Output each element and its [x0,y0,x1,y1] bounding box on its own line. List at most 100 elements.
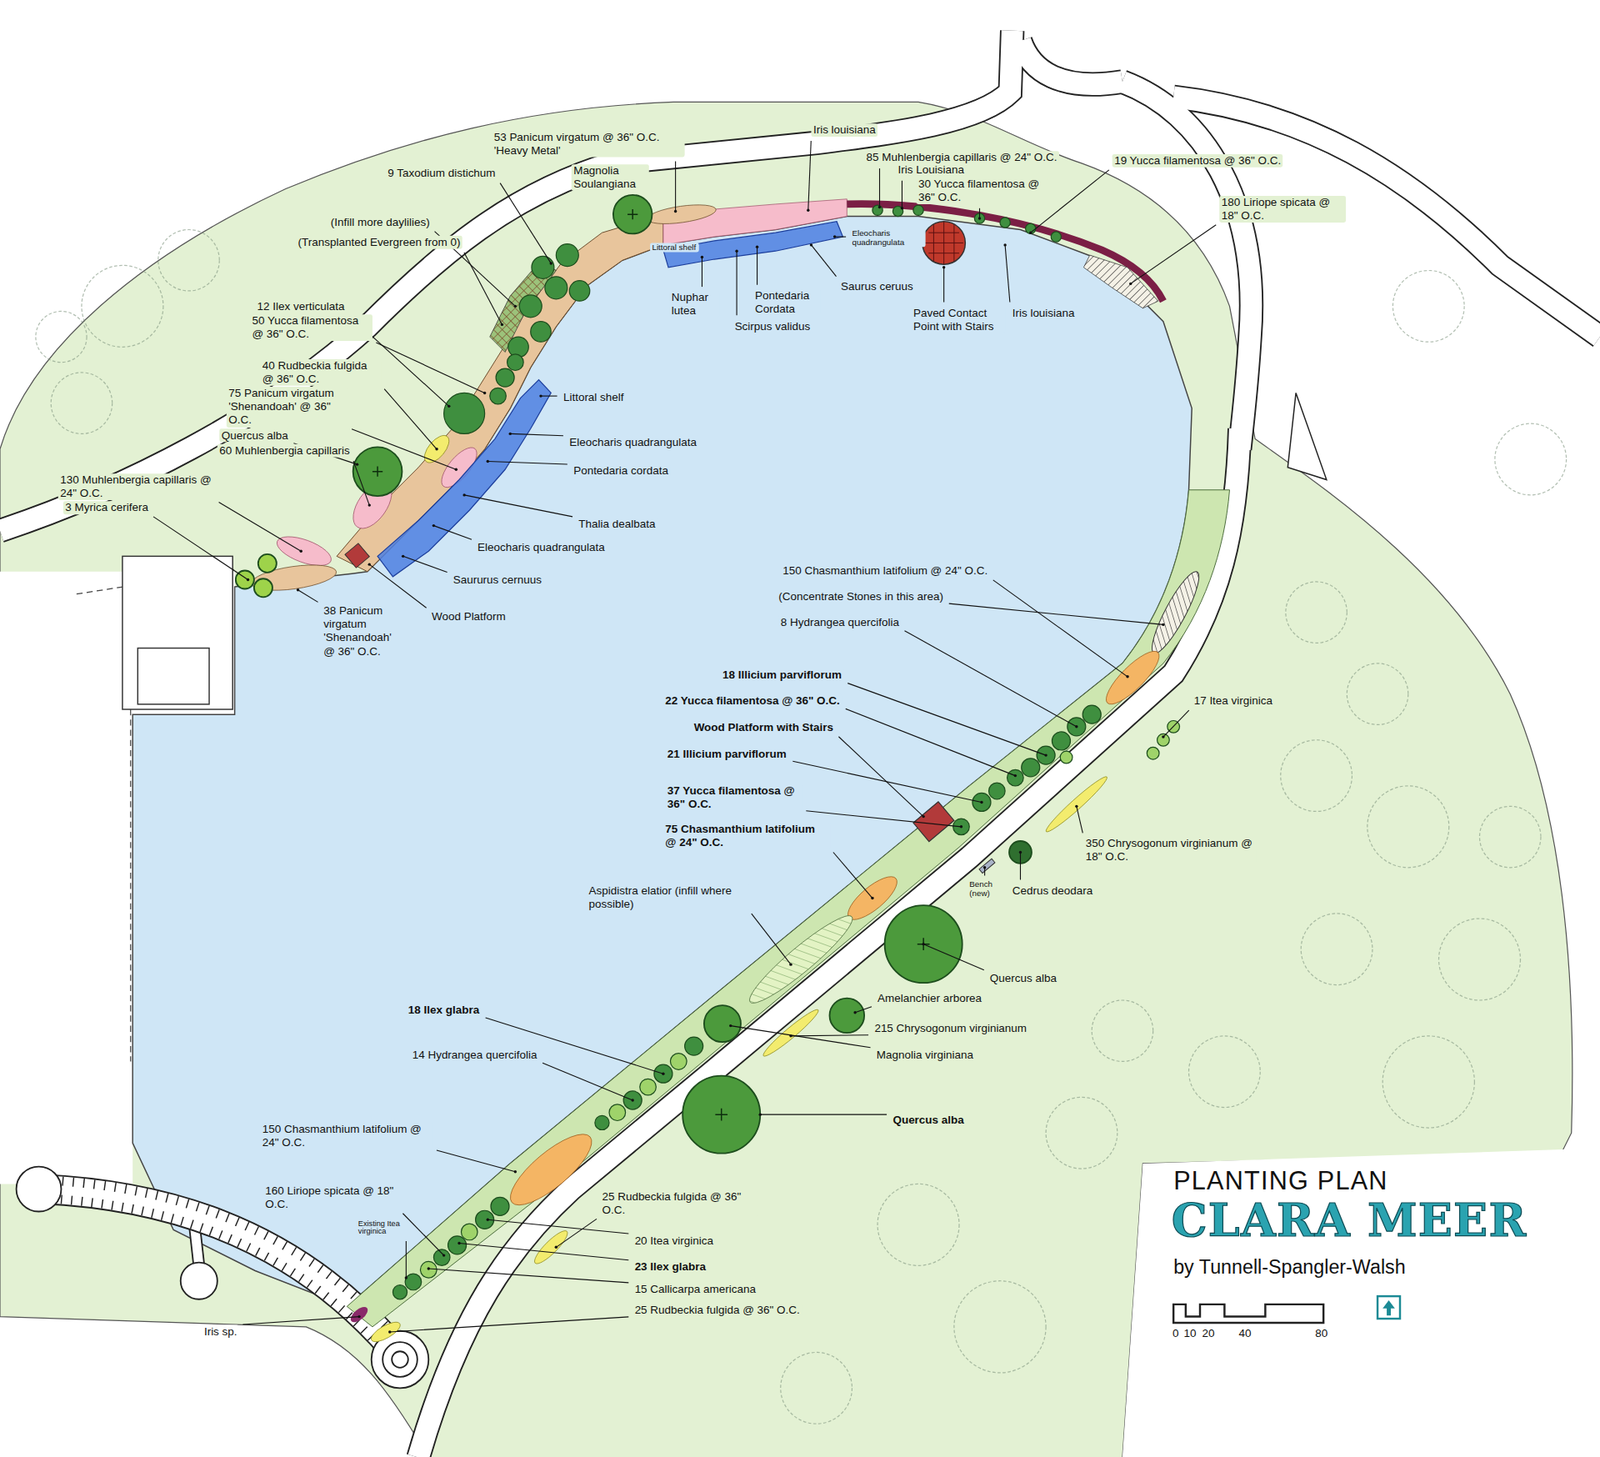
background-trees [1439,918,1521,1000]
leader-dot [1075,805,1078,808]
bridge [16,1166,62,1212]
leader-line [808,140,811,210]
paved-contact-point [922,221,965,265]
plant-callout: 60 Muhlenbergia capillaris [217,444,352,458]
plant-callout: 75 Panicum virgatum 'Shenandoah' @ 36" O… [226,386,349,427]
leader-dot [1161,623,1165,626]
north-arrow [1382,1300,1395,1315]
east-bank-beds [348,1304,371,1325]
leader-line [510,433,564,435]
bridge [40,1189,393,1348]
north-bank-beds [250,199,1164,595]
leader-dot [853,1010,856,1014]
leader-line [153,516,248,580]
leader-line [1130,225,1216,285]
background-trees [1091,1000,1153,1061]
plant-callout: 150 Chasmanthium latifolium @ 24" O.C. [780,564,990,578]
plant-callout: 53 Panicum virgatum @ 36" O.C. 'Heavy Me… [491,130,685,158]
leader-line [736,250,738,315]
leader-line [810,245,836,277]
leader-dot [435,447,438,450]
leader-dot [735,250,738,253]
leader-dot [1129,282,1132,285]
north-bank-shrubs [569,280,590,301]
background-trees [1382,1035,1475,1128]
plant-callout: Quercus alba [219,428,290,442]
leader-dot [806,209,810,212]
plant-callout: Eleocharis quadrangulata [475,540,608,555]
north-bank-beds [1083,255,1158,309]
plant-callout: Iris Louisiana [895,163,966,177]
east-bank-shrubs [460,1223,478,1240]
leader-dot [900,206,904,210]
leader-dot [960,825,963,828]
leader-dot [455,468,458,471]
leader-dot [447,405,450,408]
plant-callout: Magnolia Soulangiana [571,164,650,191]
leader-dot [514,305,517,308]
background-trees [1285,581,1347,643]
plant-callout: Magnolia virginiana [874,1048,975,1062]
leader-dot [1019,850,1022,854]
east-bank-beds [346,490,1230,1327]
leader-line [542,1062,633,1100]
plant-callout: 37 Yucca filamentosa @ 36" O.C. [665,783,802,810]
plant-callout: (Concentrate Stones in this area) [776,590,946,604]
leader-line [1005,245,1010,303]
background-trees [1367,785,1450,868]
leader-dot [427,1266,430,1270]
leader-line [500,183,551,264]
roads [418,428,1240,1457]
leader-dot [630,1098,634,1101]
east-bank-shrubs [623,1090,642,1110]
plant-callout: 17 Itea virginica [1191,694,1275,708]
leader-line [993,580,1128,677]
east-bank-shrubs [609,1104,626,1121]
background-trees [780,1351,853,1424]
east-bank-shrubs [433,1249,450,1266]
roads [1122,81,1251,450]
background-trees [50,372,112,434]
east-bank-beds [530,1226,571,1267]
leader-dot [246,578,250,581]
plant-callout: 15 Callicarpa americana [632,1282,758,1296]
plant-callout: 23 Ilex glabra [632,1260,708,1274]
north-bank-beds [336,214,664,572]
leader-dot [432,524,435,527]
background-trees [158,230,220,291]
leader-line [835,236,846,238]
east-bank-beds [1042,773,1110,836]
roads [1020,40,1122,85]
leader-line [433,525,472,540]
north-bank-shrubs [530,321,551,342]
plant-callout: 30 Yucca filamentosa @ 36" O.C. [916,177,1049,205]
leader-line [901,180,903,209]
bridge [40,1189,393,1348]
leader-line [464,252,502,325]
plant-callout: 3 Myrica cerifera [63,500,150,515]
plant-callout: Littoral shelf [560,390,626,405]
leader-dot [789,962,792,965]
north-bank-shrubs [555,244,579,267]
leader-dot [983,865,986,869]
trees [258,554,277,573]
background-trees [1300,913,1373,985]
east-bank-beds [979,858,995,873]
leader-line [459,1242,629,1260]
north-bank-shrubs [519,295,542,318]
leader-dot [810,243,813,246]
leader-dot [1003,243,1006,246]
leader-dot [457,1241,460,1245]
leader-line [675,160,676,211]
trees [704,1005,741,1042]
leader-line [384,389,437,450]
leader-line [1076,805,1083,833]
leader-line [403,555,448,572]
plant-callout: Paved Contact Point with Stairs [910,305,1005,333]
north-bank-shrubs [508,336,529,357]
leader-dot [514,1170,517,1173]
leader-line [790,1035,869,1036]
plant-callout: Iris louisiana [810,123,878,137]
leader-dot [789,1034,792,1037]
scale-number: 0 [1170,1326,1180,1340]
